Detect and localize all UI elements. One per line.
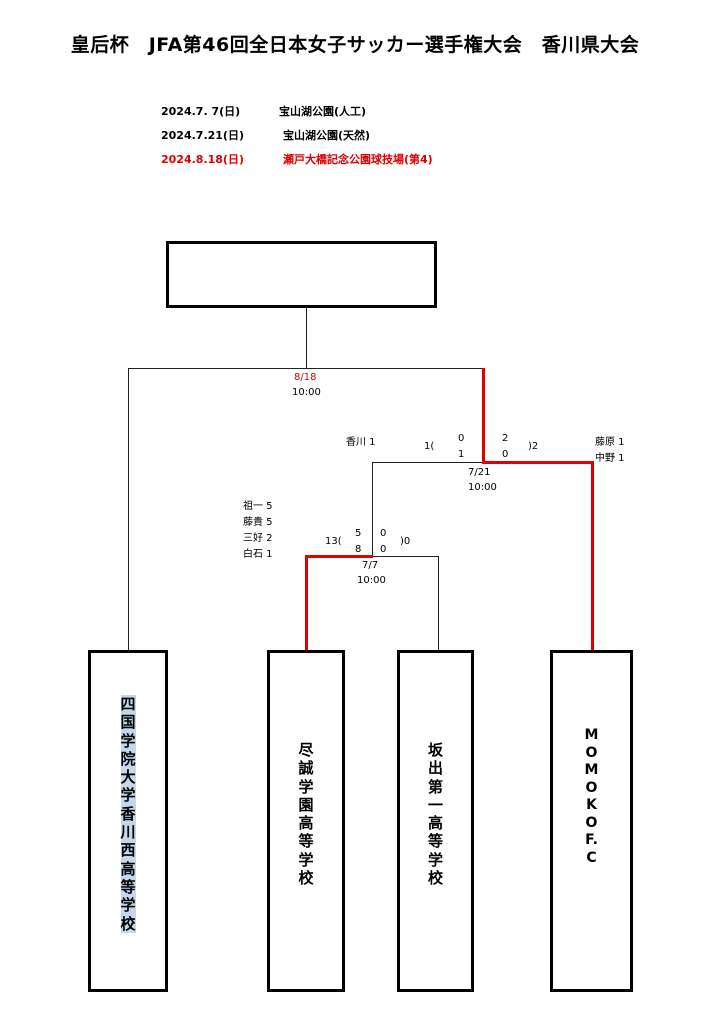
team4-winner-line	[591, 461, 594, 650]
semi-winner-bar-line	[482, 461, 594, 464]
semi-right-scorer-1: 藤原 1	[595, 437, 625, 448]
semi-left-drop-line	[372, 462, 373, 556]
team2-winner-line	[305, 555, 308, 650]
final-bar-line	[128, 368, 483, 369]
qf-left-total: 13(	[325, 536, 342, 547]
schedule-date-1: 2024.7. 7(日)	[161, 105, 241, 118]
team-box-3: 坂出第一高等学校	[397, 650, 474, 992]
team3-drop-line	[438, 556, 439, 650]
semi-left-scorer: 香川 1	[346, 437, 376, 448]
semi-date: 7/21	[468, 467, 491, 478]
final-winner-line	[482, 368, 485, 464]
final-stem-line	[306, 308, 307, 368]
qf-left-h2: 8	[355, 544, 362, 555]
final-time: 10:00	[292, 387, 321, 398]
final-date: 8/18	[294, 372, 317, 383]
team-box-4: MOMOKO F.C	[550, 650, 633, 992]
qf-right-h1: 0	[380, 528, 387, 539]
team1-drop-line	[128, 368, 129, 650]
semi-time: 10:00	[468, 482, 497, 493]
qf-scorer-4: 白石 1	[243, 549, 273, 560]
qf-scorer-1: 祖一 5	[243, 501, 273, 512]
qf-winner-bar-line	[305, 555, 373, 558]
team-name-2: 尽誠学園高等学校	[298, 741, 314, 888]
team-box-1: 四国学院大学香川西高等学校	[88, 650, 168, 992]
page-title: 皇后杯 JFA第46回全日本女子サッカー選手権大会 香川県大会	[70, 34, 640, 56]
qf-left-h1: 5	[355, 528, 362, 539]
team-name-3: 坂出第一高等学校	[428, 741, 444, 888]
qf-right-h2: 0	[380, 544, 387, 555]
team-name-1: 四国学院大学香川西高等学校	[120, 695, 136, 933]
team-name-4: MOMOKO F.C	[584, 727, 603, 866]
semi-right-scorer-2: 中野 1	[595, 453, 625, 464]
semi-right-total: )2	[528, 441, 539, 452]
schedule-date-3: 2024.8.18(日)	[161, 153, 244, 166]
team-box-2: 尽誠学園高等学校	[267, 650, 345, 992]
schedule-venue-3: 瀬戸大橋記念公園球技場(第4)	[283, 153, 433, 166]
schedule-venue-2: 宝山湖公園(天然)	[283, 129, 371, 142]
qf-right-total: )0	[400, 536, 411, 547]
qf-scorer-2: 藤貴 5	[243, 517, 273, 528]
semi-right-h2: 0	[502, 449, 509, 460]
semi-left-h1: 0	[458, 433, 465, 444]
semi-right-h1: 2	[502, 433, 509, 444]
qf-time: 10:00	[357, 575, 386, 586]
semi-left-h2: 1	[458, 449, 465, 460]
qf-scorer-3: 三好 2	[243, 533, 273, 544]
schedule-venue-1: 宝山湖公園(人工)	[279, 105, 367, 118]
semi-left-bar-line	[372, 462, 484, 463]
semi-left-total: 1(	[424, 441, 435, 452]
champion-box	[166, 241, 437, 308]
schedule-date-2: 2024.7.21(日)	[161, 129, 244, 142]
qf-right-bar-line	[372, 556, 439, 557]
qf-date: 7/7	[362, 560, 379, 571]
